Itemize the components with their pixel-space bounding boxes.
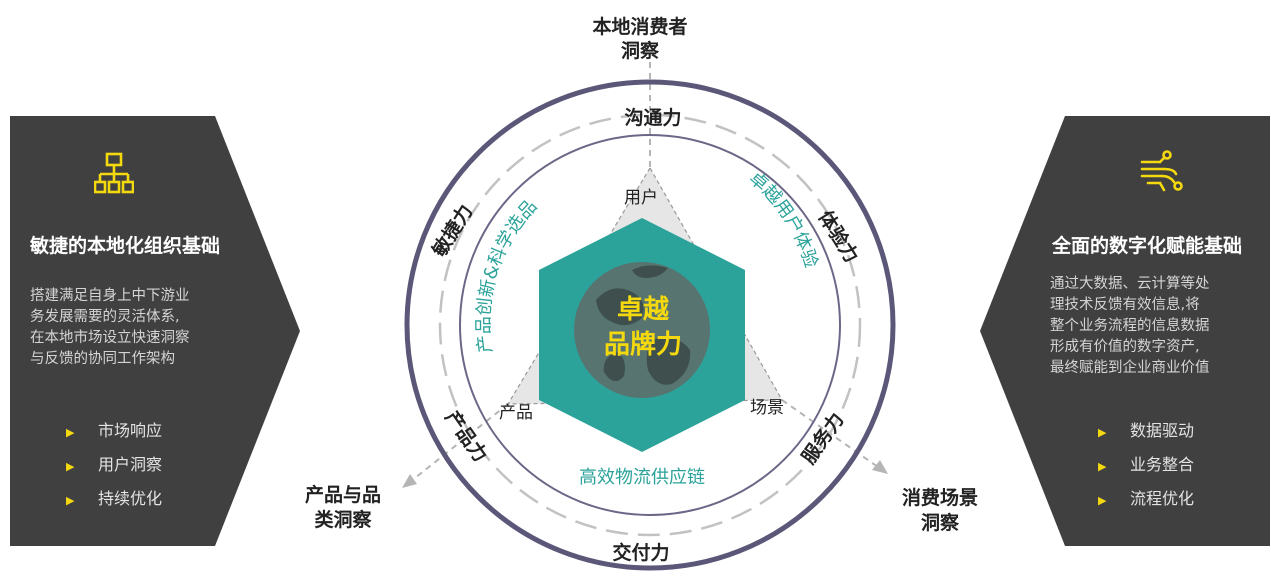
desc-line: 整个业务流程的信息数据 <box>1050 318 1210 334</box>
triangle-bullet-icon: ▶ <box>66 494 75 507</box>
list-item: ▶业务整合 <box>1098 448 1194 482</box>
capability-delivery: 交付力 <box>612 541 669 564</box>
right-panel: 全面的数字化赋能基础 通过大数据、云计算等处 理技术反馈有效信息,将 整个业务流… <box>980 116 1270 546</box>
triangle-bullet-icon: ▶ <box>1098 426 1107 439</box>
list-item: ▶数据驱动 <box>1098 414 1194 448</box>
triangle-bullet-icon: ▶ <box>66 460 75 473</box>
insight-scene-line1: 消费场景 <box>902 486 978 509</box>
left-panel-title: 敏捷的本地化组织基础 <box>30 235 221 257</box>
list-item: ▶持续优化 <box>66 482 162 516</box>
insight-product-line2: 类洞察 <box>314 508 372 531</box>
triangle-bullet-icon: ▶ <box>66 426 75 439</box>
desc-line: 务发展需要的灵活体系, <box>30 309 180 325</box>
desc-line: 最终赋能到企业商业价值 <box>1050 360 1210 376</box>
right-panel-title: 全面的数字化赋能基础 <box>1052 235 1243 257</box>
arc-label-user-experience: 卓越用户体验 <box>745 168 822 271</box>
insight-consumer-line1: 本地消费者 <box>592 15 687 38</box>
globe-icon <box>574 262 710 398</box>
right-panel-list: ▶数据驱动 ▶业务整合 ▶流程优化 <box>1098 414 1194 516</box>
desc-line: 搭建满足自身上中下游业 <box>30 288 190 304</box>
list-item: ▶用户洞察 <box>66 448 162 482</box>
desc-line: 形成有价值的数字资产, <box>1050 339 1200 355</box>
desc-line: 理技术反馈有效信息,将 <box>1050 297 1200 313</box>
vertex-product: 产品 <box>499 403 533 423</box>
left-panel-list: ▶市场响应 ▶用户洞察 ▶持续优化 <box>66 414 162 516</box>
capability-service: 服务力 <box>797 408 849 468</box>
arrow-left-icon <box>402 474 417 488</box>
center-title-line2: 品牌力 <box>604 329 682 360</box>
inner-ring <box>459 134 841 516</box>
digital-circuit-icon <box>1140 150 1183 192</box>
vertex-user: 用户 <box>624 188 658 208</box>
right-panel-background <box>980 116 1270 546</box>
org-chart-icon <box>94 152 134 194</box>
capability-communication: 沟通力 <box>624 106 681 129</box>
triangle-bullet-icon: ▶ <box>1098 460 1107 473</box>
list-item: ▶市场响应 <box>66 414 162 448</box>
vertex-scene: 场景 <box>750 398 784 418</box>
list-item: ▶流程优化 <box>1098 482 1194 516</box>
right-panel-description: 通过大数据、云计算等处 理技术反馈有效信息,将 整个业务流程的信息数据 形成有价… <box>1050 274 1265 379</box>
left-panel: 敏捷的本地化组织基础 搭建满足自身上中下游业 务发展需要的灵活体系, 在本地市场… <box>10 116 300 546</box>
left-panel-description: 搭建满足自身上中下游业 务发展需要的灵活体系, 在本地市场设立快速洞察 与反馈的… <box>30 286 260 370</box>
desc-line: 通过大数据、云计算等处 <box>1050 276 1210 292</box>
dashed-ring <box>438 113 862 537</box>
capability-experience: 体验力 <box>814 206 864 267</box>
desc-line: 在本地市场设立快速洞察 <box>30 330 190 346</box>
arc-label-supply-chain: 高效物流供应链 <box>579 467 705 488</box>
arc-label-product-innovation: 产品创新&科学选品 <box>473 196 541 354</box>
outer-ring <box>404 79 896 571</box>
triangle-bullet-icon: ▶ <box>1098 494 1107 507</box>
arrow-right-icon <box>872 460 888 474</box>
left-panel-background <box>10 116 300 546</box>
insight-consumer-line2: 洞察 <box>621 39 660 62</box>
insight-scene-line2: 洞察 <box>921 511 960 534</box>
center-title-line1: 卓越 <box>617 295 670 325</box>
desc-line: 与反馈的协同工作架构 <box>30 351 175 367</box>
axis-left <box>409 403 509 483</box>
insight-product-line1: 产品与品 <box>305 483 381 506</box>
